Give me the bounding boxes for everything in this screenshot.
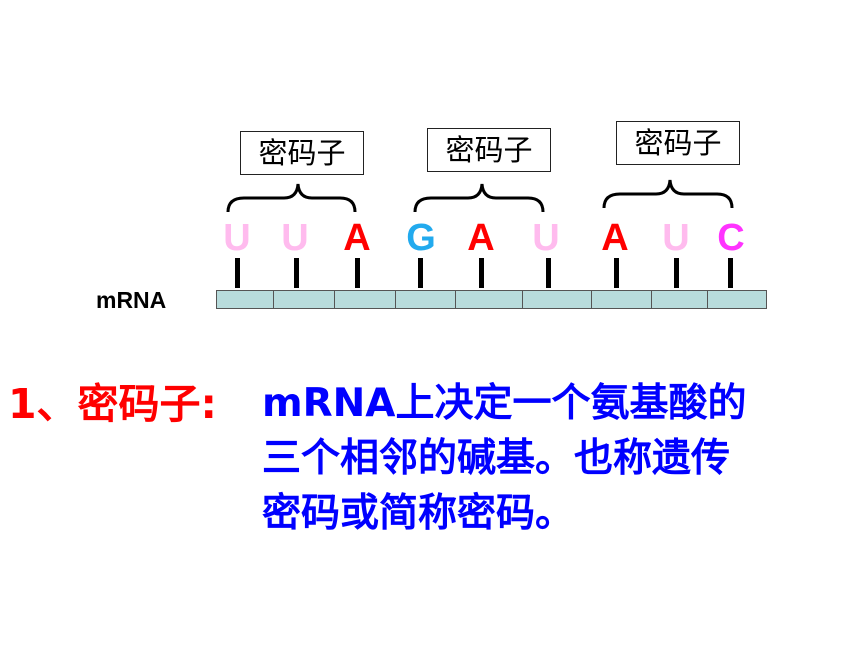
base-letter-8: U <box>662 217 690 259</box>
codon-label-box-3: 密码子 <box>616 121 740 165</box>
strand-segment <box>707 290 767 309</box>
base-letter-3: A <box>343 217 371 259</box>
mrna-label: mRNA <box>96 287 167 313</box>
codon-brace-1 <box>226 183 357 213</box>
base-stem-5 <box>478 258 484 288</box>
strand-segment <box>395 290 456 309</box>
base-stem-1 <box>234 258 240 288</box>
strand-segment <box>651 290 708 309</box>
strand-segment <box>334 290 396 309</box>
definition-line-2: 三个相邻的碱基。也称遗传 <box>262 436 731 481</box>
definition-line-1: mRNA上决定一个氨基酸的 <box>262 381 747 426</box>
base-stem-6 <box>545 258 551 288</box>
base-stem-4 <box>417 258 423 288</box>
strand-segment <box>455 290 523 309</box>
strand-segment <box>522 290 592 309</box>
base-stem-9 <box>727 258 733 288</box>
codon-label-box-1: 密码子 <box>240 131 364 175</box>
strand-segment <box>216 290 274 309</box>
base-letter-6: U <box>532 217 560 259</box>
base-letter-1: U <box>223 217 251 259</box>
base-letter-9: C <box>717 217 745 259</box>
base-letter-5: A <box>467 217 495 259</box>
base-stem-2 <box>293 258 299 288</box>
definition-term: 1、密码子: <box>8 380 217 428</box>
strand-segment <box>591 290 652 309</box>
base-letter-4: G <box>406 217 436 259</box>
base-stem-8 <box>673 258 679 288</box>
codon-brace-2 <box>413 183 545 213</box>
base-letter-2: U <box>281 217 309 259</box>
codon-label-box-2: 密码子 <box>427 128 551 172</box>
strand-segment <box>273 290 335 309</box>
base-letter-7: A <box>601 217 629 259</box>
definition-line-3: 密码或简称密码。 <box>262 491 575 536</box>
base-stem-7 <box>613 258 619 288</box>
base-stem-3 <box>354 258 360 288</box>
codon-brace-3 <box>602 179 734 209</box>
